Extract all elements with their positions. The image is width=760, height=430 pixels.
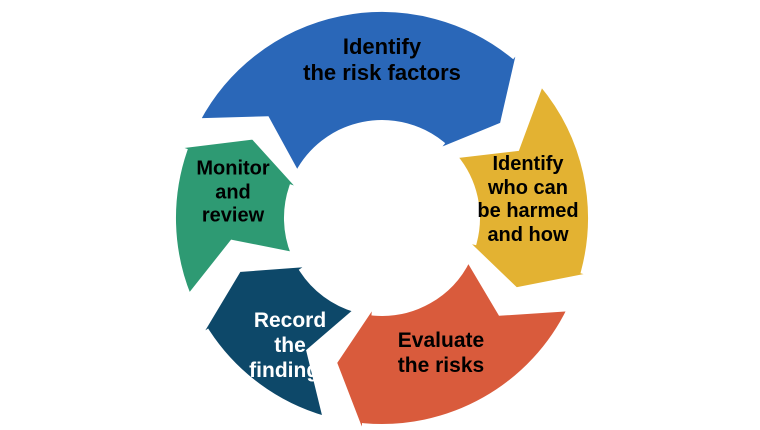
step-label-evaluate-risks: Evaluate the risks [398,329,484,379]
label-line: who can [487,176,568,199]
label-line: Evaluate [397,329,485,353]
cycle-arrow-evaluate-risks [332,255,573,430]
label-line: and [215,181,251,204]
label-line: Identify [342,34,422,60]
label-line: Record [253,308,327,332]
label-line: be harmed [477,200,579,222]
label-line: and how [487,223,569,246]
label-line: Identify [492,152,564,175]
label-line: findings [249,358,331,382]
step-label-monitor-review: Monitor and review [196,158,269,229]
step-label-identify-who-harmed: Identify who can be harmed and how [477,153,578,247]
step-label-identify-risk-factors: Identify the risk factors [303,34,461,86]
label-line: the [274,333,306,357]
cycle-arrow-identify-who-harmed [451,80,594,292]
label-line: the risks [397,354,485,377]
label-line: Monitor [196,157,270,180]
label-line: the risk factors [303,60,461,85]
cycle-arrow-monitor-review [171,135,303,300]
cycle-arrow-identify-risk-factors [194,7,522,178]
step-label-record-findings: Record the findings [249,309,331,383]
cycle-arrow-record-findings [197,262,360,421]
label-line: review [201,204,265,227]
